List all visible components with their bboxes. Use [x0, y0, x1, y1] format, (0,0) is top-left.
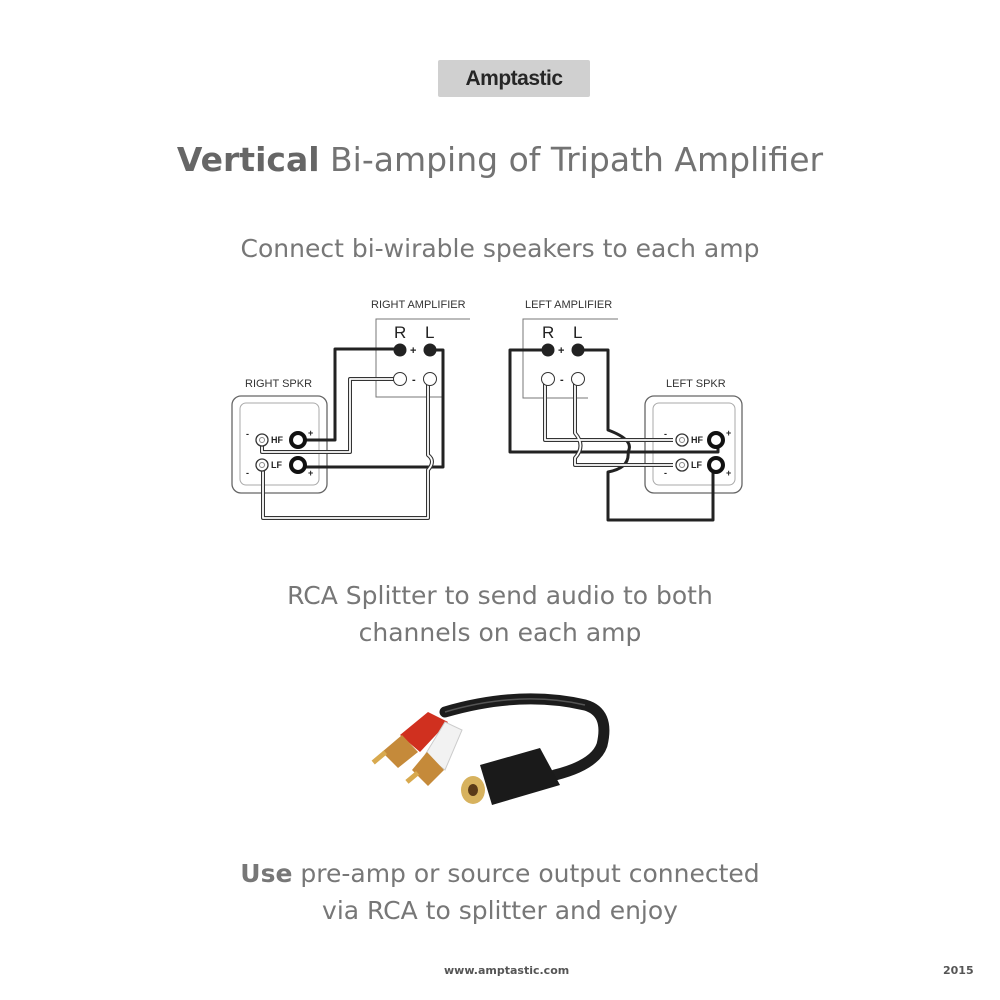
wire-left-hf-negative — [544, 379, 673, 441]
left-amp-l-label: L — [573, 323, 582, 342]
speaker-terminals — [255, 431, 725, 474]
left-hf-label: HF — [691, 435, 703, 445]
caption-use-bold: Use — [240, 859, 293, 888]
right-speaker-box — [231, 395, 328, 494]
caption-use-rest: pre-amp or source output connected — [292, 859, 760, 888]
right-amp-l-label: L — [425, 323, 434, 342]
plus-label: + — [726, 428, 731, 438]
right-spkr-label: RIGHT SPKR — [245, 378, 312, 390]
rca-splitter-image — [371, 693, 610, 805]
plus-label: + — [308, 428, 313, 438]
caption-speakers: Connect bi-wirable speakers to each amp — [240, 234, 760, 263]
minus-label: - — [664, 429, 667, 439]
plus-label: + — [308, 468, 313, 478]
wire-right-lf-positive — [298, 348, 445, 469]
footer-website: www.amptastic.com — [444, 964, 570, 977]
right-lf-label: LF — [271, 460, 282, 470]
footer-year: 2015 — [943, 964, 974, 977]
wire-right-hf-positive — [298, 347, 397, 442]
minus-label: - — [560, 374, 564, 386]
caption-use-line2: via RCA to splitter and enjoy — [322, 896, 678, 925]
left-speaker-box — [644, 395, 743, 494]
left-lf-label: LF — [691, 460, 702, 470]
wire-left-lf-positive — [575, 348, 715, 522]
title-rest: Bi-amping of Tripath Amplifier — [319, 140, 824, 179]
minus-label: - — [246, 429, 249, 439]
plus-label: + — [558, 345, 564, 357]
right-speaker-inner — [239, 402, 320, 486]
page-title: Vertical Bi-amping of Tripath Amplifier — [0, 140, 1000, 179]
left-amp-box — [522, 318, 618, 399]
plus-label: + — [410, 345, 416, 357]
minus-label: - — [246, 468, 249, 478]
red-rca-plug — [371, 712, 448, 768]
left-amp-label: LEFT AMPLIFIER — [525, 299, 612, 311]
logo-text: Amptastic — [465, 67, 563, 90]
plus-label: + — [726, 468, 731, 478]
wire-right-hf-negative — [261, 378, 397, 453]
minus-label: - — [412, 374, 416, 386]
white-rca-plug — [405, 721, 463, 786]
female-rca-jack — [461, 748, 560, 805]
amptastic-logo: Amptastic — [438, 60, 590, 97]
title-bold: Vertical — [176, 140, 320, 179]
right-amp-label: RIGHT AMPLIFIER — [371, 299, 466, 311]
caption-rca-line2: channels on each amp — [358, 618, 642, 647]
amp-terminals — [393, 343, 585, 386]
right-amp-r-label: R — [394, 323, 406, 342]
right-hf-label: HF — [271, 435, 283, 445]
left-spkr-label: LEFT SPKR — [666, 378, 726, 390]
minus-label: - — [664, 468, 667, 478]
right-amp-box — [375, 318, 470, 398]
caption-rca-line1: RCA Splitter to send audio to both — [287, 581, 713, 610]
wire-left-lf-negative — [574, 379, 673, 466]
caption-use-line1: Use pre-amp or source output connected — [0, 855, 1000, 892]
left-amp-r-label: R — [542, 323, 554, 342]
left-speaker-inner — [652, 402, 736, 486]
wire-right-lf-negative — [262, 379, 433, 519]
